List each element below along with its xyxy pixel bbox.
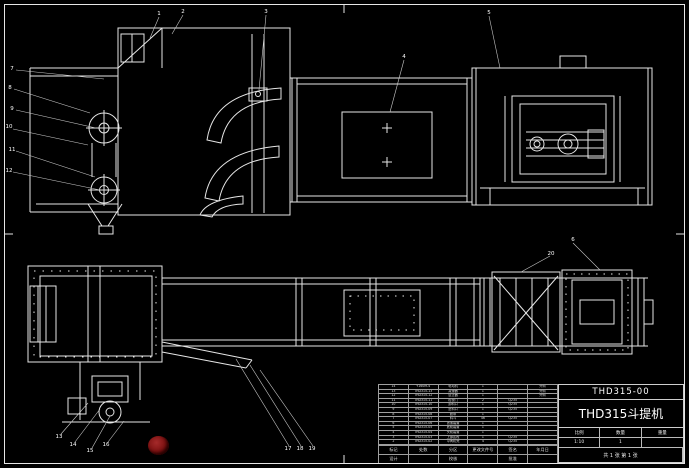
- plan-view: [27, 265, 654, 424]
- sheet-frame: [4, 4, 685, 464]
- signature-row: 标记处数分区更改文件号签名年月日: [378, 445, 558, 455]
- title-block: THD315-00 THD315斗提机 比例 数量 重量 1:10 1 共 1 …: [558, 384, 684, 463]
- qty-label: 数量: [600, 428, 642, 438]
- weight-value: [641, 438, 683, 448]
- drawing-title: THD315斗提机: [559, 400, 683, 428]
- red-stamp-icon: [148, 436, 169, 455]
- titleblock-grid: 比例 数量 重量 1:10 1 共 1 张 第 1 张: [559, 428, 683, 462]
- scale-value: 1:10: [559, 438, 601, 448]
- signature-block: 标记处数分区更改文件号签名年月日设计校核批准: [378, 445, 558, 463]
- sheet-info: 共 1 张 第 1 张: [559, 448, 683, 462]
- qty-value: 1: [600, 438, 642, 448]
- leader-lines: [12, 14, 601, 449]
- signature-row: 设计校核批准: [378, 454, 558, 463]
- elevation-view: [29, 27, 653, 235]
- scale-label: 比例: [559, 428, 601, 438]
- weight-label: 重量: [641, 428, 683, 438]
- drawing-number: THD315-00: [559, 385, 683, 400]
